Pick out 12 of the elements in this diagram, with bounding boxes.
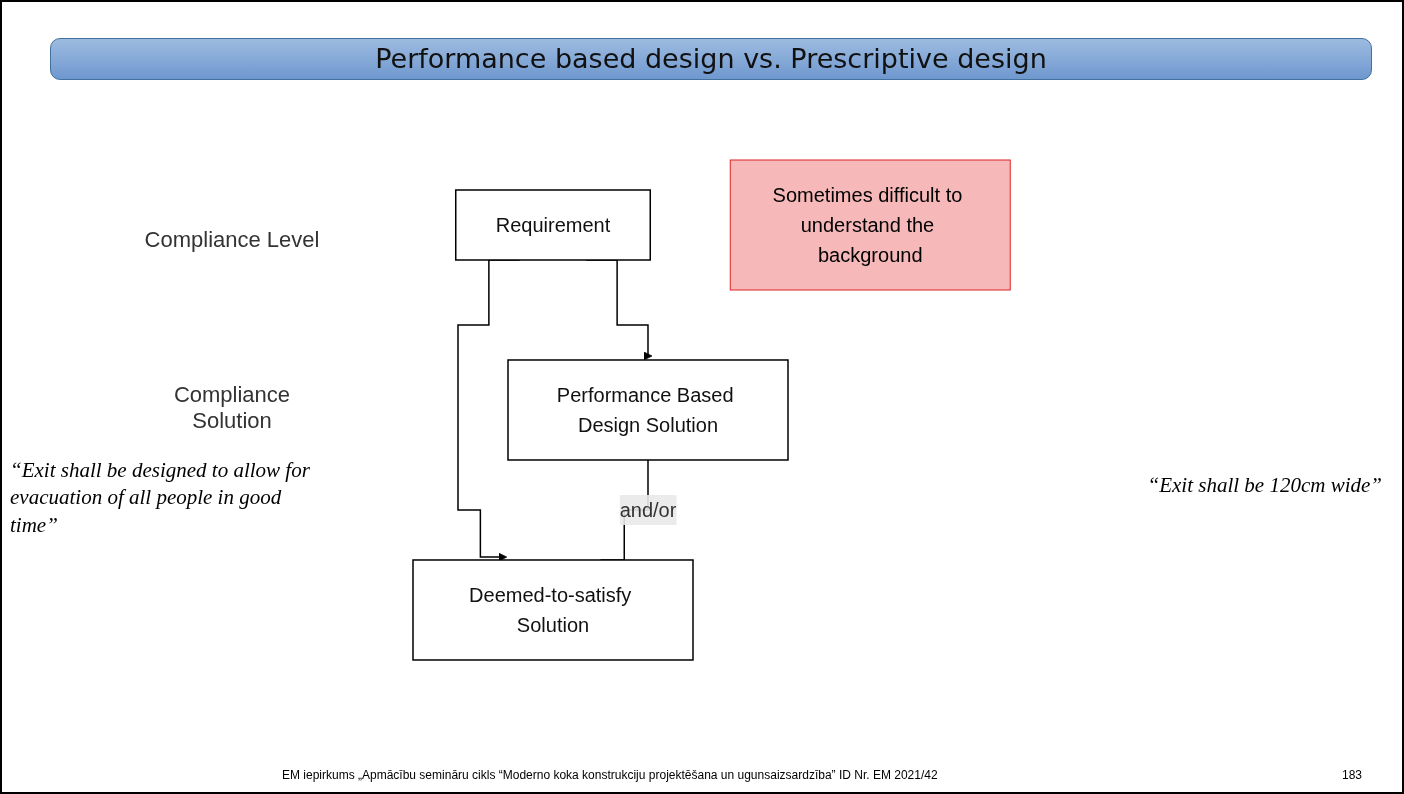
quote-text: “Exit shall be 120cm wide” [1146, 472, 1382, 499]
page-number: 183 [1342, 768, 1364, 782]
node-box: Performance Based Design Solution [507, 359, 790, 461]
row-label: Compliance Solution [172, 382, 292, 434]
node-box: Deemed-to-satisfy Solution [412, 559, 695, 661]
row-label: Compliance Level [143, 227, 321, 253]
node-box: Sometimes difficult to understand the background [730, 159, 1012, 291]
node-box: Requirement [455, 189, 652, 261]
quote-text: “Exit shall be designed to allow for evacuation of all people in good time” [10, 457, 310, 539]
edge-label: and/or [620, 498, 677, 521]
title-banner: Performance based design vs. Prescriptive design [50, 38, 1372, 80]
footer-text: EM iepirkums „Apmācību semināru cikls “Moderno koka konstrukciju projektēšana un ugunsaizsardzība” ID Nr. EM 2021/42 [282, 768, 939, 782]
